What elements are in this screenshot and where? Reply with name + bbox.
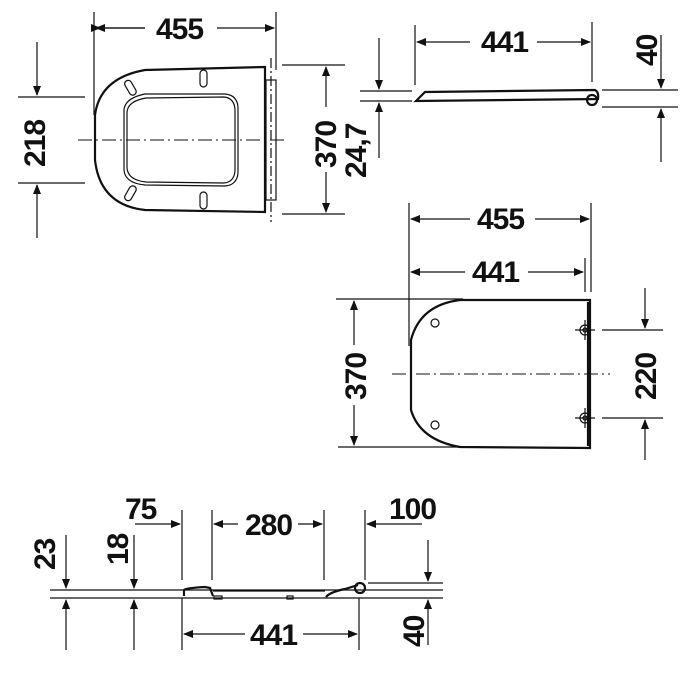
- dim-455-bottom: 455: [477, 203, 524, 236]
- dim-23: 23: [29, 538, 62, 570]
- bottom-view: 455 441 370 220: [336, 203, 663, 460]
- dim-441-side: 441: [250, 619, 297, 652]
- dim-455-top: 455: [156, 13, 203, 46]
- dim-40-top: 40: [631, 34, 664, 66]
- dim-24-7: 24,7: [340, 123, 373, 178]
- dim-370-top: 370: [310, 121, 343, 168]
- dim-220: 220: [630, 353, 663, 400]
- dim-441-top: 441: [481, 26, 528, 59]
- side-view-bottom: 75 280 100 23 18 441 40: [29, 493, 443, 652]
- dim-18: 18: [102, 533, 135, 565]
- top-view: 455 218 370 24,7: [18, 12, 373, 238]
- dim-75: 75: [125, 493, 157, 526]
- dim-40-side: 40: [398, 615, 431, 647]
- dim-100: 100: [389, 493, 436, 526]
- dim-280: 280: [245, 509, 292, 542]
- dim-218: 218: [19, 120, 52, 167]
- side-view-top: 441 40: [360, 22, 678, 162]
- dim-441-bottom: 441: [472, 256, 519, 289]
- dim-370-bottom: 370: [340, 353, 373, 400]
